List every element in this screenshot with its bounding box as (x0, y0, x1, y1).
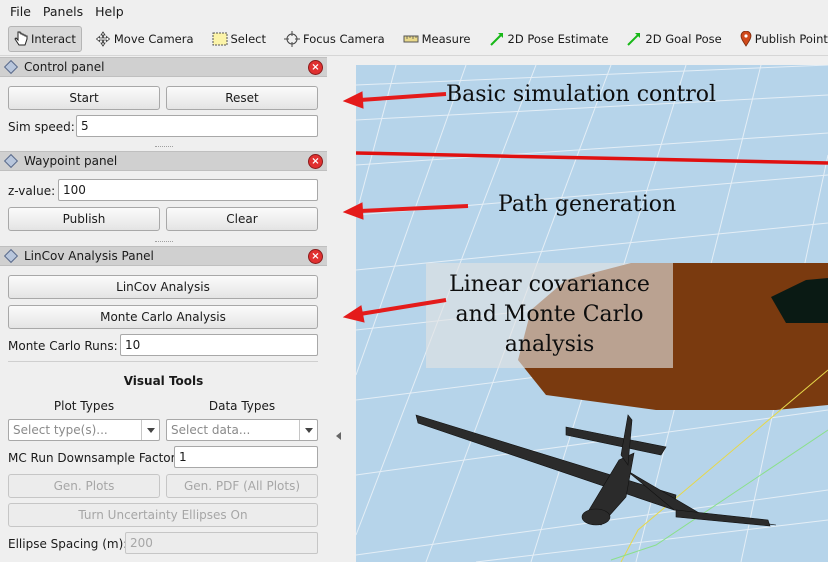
tool-measure-label: Measure (421, 31, 471, 46)
data-types-select[interactable]: Select data... (166, 419, 318, 441)
tool-2d-goal-pose-label: 2D Goal Pose (645, 31, 722, 46)
tool-focus-camera[interactable]: Focus Camera (279, 26, 390, 52)
tool-2d-goal-pose[interactable]: 2D Goal Pose (621, 26, 726, 52)
reset-button[interactable]: Reset (166, 86, 318, 110)
tool-select[interactable]: Select (207, 26, 271, 52)
select-box-icon (212, 32, 227, 45)
control-panel-title: Control panel (24, 60, 105, 74)
panel-diamond-icon (3, 59, 19, 75)
collapse-arrow-icon[interactable] (336, 432, 341, 440)
left-dock: Control panel × Start Reset Sim speed: 5… (0, 57, 328, 562)
downsample-label: MC Run Downsample Factor: (8, 451, 180, 465)
menu-help-label: Help (95, 3, 124, 19)
menu-file-label: File (10, 3, 31, 19)
annotation-highlight-box (426, 263, 673, 368)
scene-render (356, 65, 828, 562)
annotation-linear-line-2: and Monte Carlo (455, 302, 644, 327)
green-arrow-icon (489, 32, 503, 46)
dock-splitter[interactable] (328, 57, 356, 562)
map-pin-icon (740, 30, 752, 47)
data-types-placeholder: Select data... (171, 423, 251, 437)
focus-camera-icon (283, 30, 300, 47)
tool-publish-point-label: Publish Point (754, 31, 828, 46)
tool-interact-label: Interact (31, 31, 76, 46)
chevron-down-icon[interactable] (141, 420, 159, 440)
panel-diamond-icon (3, 248, 19, 264)
aircraft-model (415, 414, 777, 527)
tool-2d-pose-estimate[interactable]: 2D Pose Estimate (484, 26, 614, 52)
lincov-panel-title: LinCov Analysis Panel (24, 249, 154, 263)
visual-tools-heading: Visual Tools (123, 374, 204, 388)
3d-viewport[interactable]: Linear covariance and Monte Carlo analys… (356, 65, 828, 562)
mc-runs-label: Monte Carlo Runs: (8, 339, 118, 353)
tool-publish-point[interactable]: Publish Point (735, 26, 828, 52)
menu-panels-label: Panels (42, 3, 84, 19)
waypoint-panel-title: Waypoint panel (24, 154, 118, 168)
ellipse-spacing-label: Ellipse Spacing (m): (8, 537, 128, 551)
tool-interact[interactable]: Interact (8, 25, 82, 52)
clear-button[interactable]: Clear (166, 207, 318, 231)
green-arrow-icon (627, 32, 641, 46)
hand-pointer-icon (14, 31, 28, 45)
gen-pdf-button[interactable]: Gen. PDF (All Plots) (166, 474, 318, 498)
gen-plots-button[interactable]: Gen. Plots (8, 474, 160, 498)
control-panel-header[interactable]: Control panel × (0, 57, 327, 77)
panel-splitter[interactable] (155, 241, 173, 243)
plot-types-label: Plot Types (53, 399, 115, 413)
annotation-linear-covariance: Linear covariance and Monte Carlo analys… (426, 270, 673, 360)
data-types-label: Data Types (208, 399, 276, 413)
menu-bar: File Panels Help (0, 0, 828, 22)
annotation-basic-simulation: Basic simulation control (446, 82, 717, 107)
flight-path-line (356, 151, 828, 165)
annotation-linear-line-3: analysis (504, 332, 595, 357)
trajectory-line (610, 429, 828, 561)
plot-types-placeholder: Select type(s)... (13, 423, 108, 437)
z-value-label: z-value: (8, 184, 56, 198)
menu-help[interactable]: Help (89, 4, 130, 19)
close-icon[interactable]: × (308, 60, 323, 75)
panel-splitter[interactable] (155, 146, 173, 148)
move-camera-icon (95, 30, 110, 47)
terrain-dark-patch (771, 278, 828, 323)
menu-panels[interactable]: Panels (37, 4, 89, 19)
publish-button[interactable]: Publish (8, 207, 160, 231)
mc-runs-input[interactable]: 10 (120, 334, 318, 356)
annotation-path-generation: Path generation (498, 192, 677, 217)
tool-focus-camera-label: Focus Camera (302, 31, 385, 46)
chevron-down-icon[interactable] (299, 420, 317, 440)
plot-types-select[interactable]: Select type(s)... (8, 419, 160, 441)
close-icon[interactable]: × (308, 154, 323, 169)
sim-speed-label: Sim speed: (8, 120, 75, 134)
lincov-analysis-button[interactable]: LinCov Analysis (8, 275, 318, 299)
ellipse-spacing-input[interactable]: 200 (125, 532, 318, 554)
z-value-input[interactable]: 100 (58, 179, 318, 201)
trajectory-line (620, 369, 828, 562)
tool-move-camera[interactable]: Move Camera (90, 26, 199, 52)
ruler-icon (403, 35, 419, 42)
sim-speed-input[interactable]: 5 (76, 115, 318, 137)
panel-diamond-icon (3, 153, 19, 169)
waypoint-panel-header[interactable]: Waypoint panel × (0, 151, 327, 171)
close-icon[interactable]: × (308, 249, 323, 264)
monte-carlo-analysis-button[interactable]: Monte Carlo Analysis (8, 305, 318, 329)
tool-measure[interactable]: Measure (398, 26, 476, 52)
section-divider (8, 361, 318, 362)
menu-file[interactable]: File (4, 4, 37, 19)
tool-select-label: Select (230, 31, 266, 46)
downsample-input[interactable]: 1 (174, 446, 318, 468)
start-button[interactable]: Start (8, 86, 160, 110)
tool-2d-pose-estimate-label: 2D Pose Estimate (507, 31, 609, 46)
annotation-linear-line-1: Linear covariance (449, 272, 650, 297)
uncertainty-ellipses-button[interactable]: Turn Uncertainty Ellipses On (8, 503, 318, 527)
toolbar: Interact Move Camera Select Focus Camera… (0, 22, 828, 56)
lincov-panel-header[interactable]: LinCov Analysis Panel × (0, 246, 327, 266)
tool-move-camera-label: Move Camera (113, 31, 194, 46)
